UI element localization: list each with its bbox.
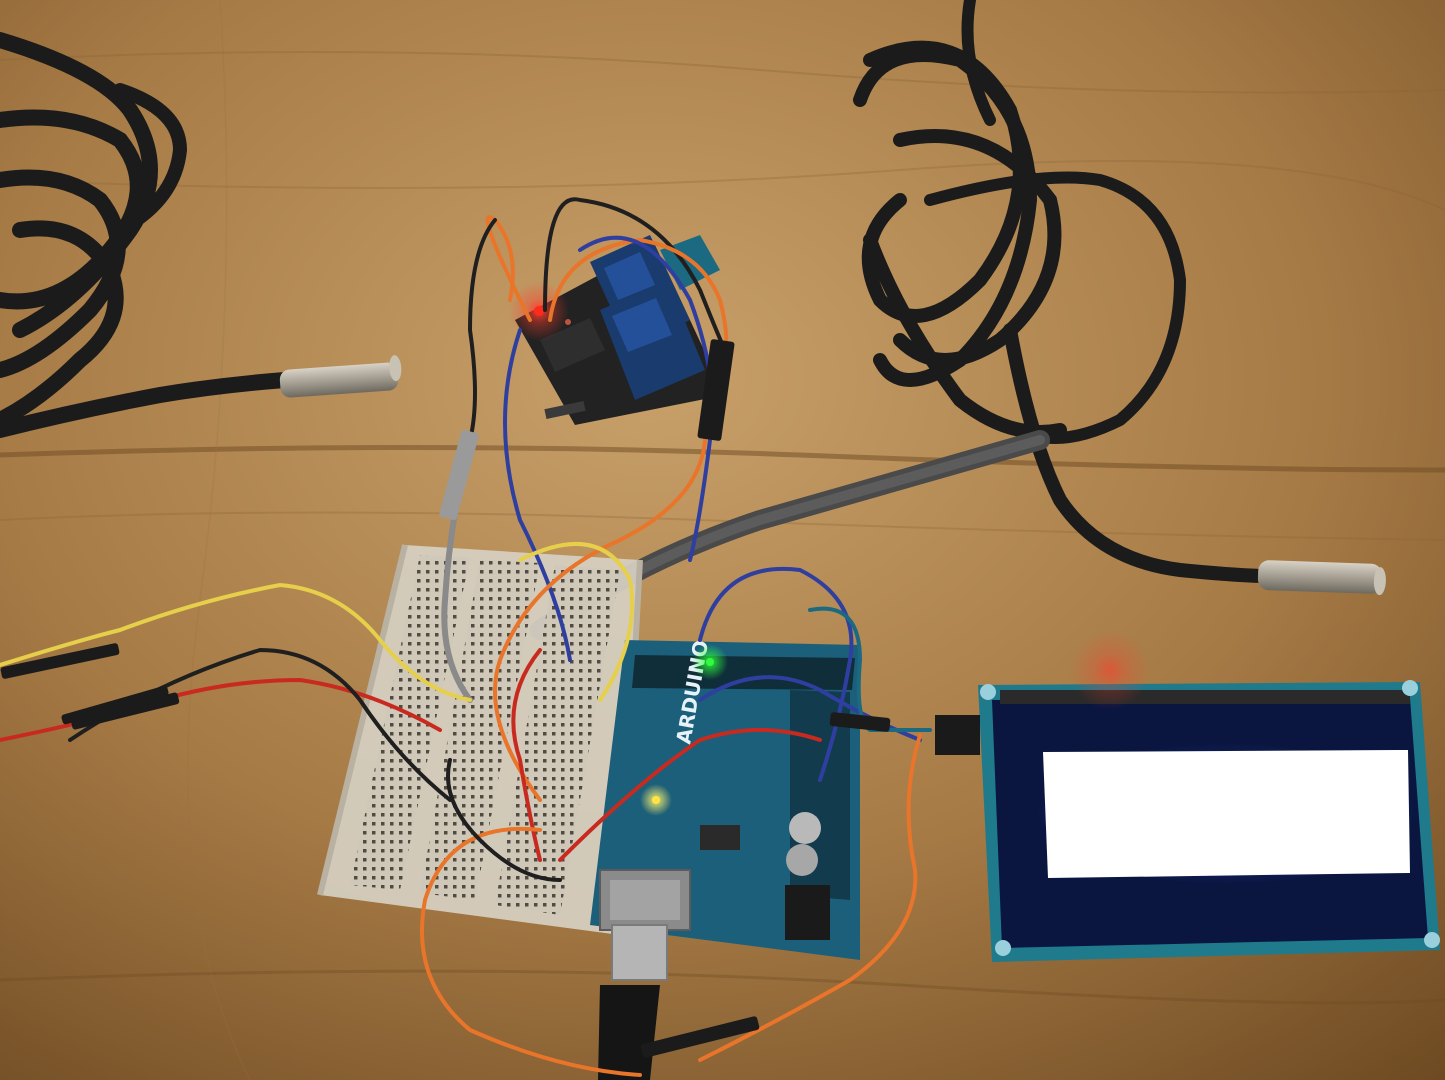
arduino-uno-board: ARDUINO <box>590 638 860 960</box>
lcd-header-pins <box>1000 690 1410 704</box>
lcd-i2c-connector <box>935 715 980 755</box>
jumper-connectors <box>0 339 891 1058</box>
temperature-probe-left <box>279 355 402 398</box>
temperature-probe-right <box>1257 560 1386 596</box>
lcd-backlit-screen <box>1043 750 1410 878</box>
power-jack <box>785 885 830 940</box>
lcd-display-module <box>935 630 1440 962</box>
temperature-probe-cable-left <box>0 32 293 438</box>
